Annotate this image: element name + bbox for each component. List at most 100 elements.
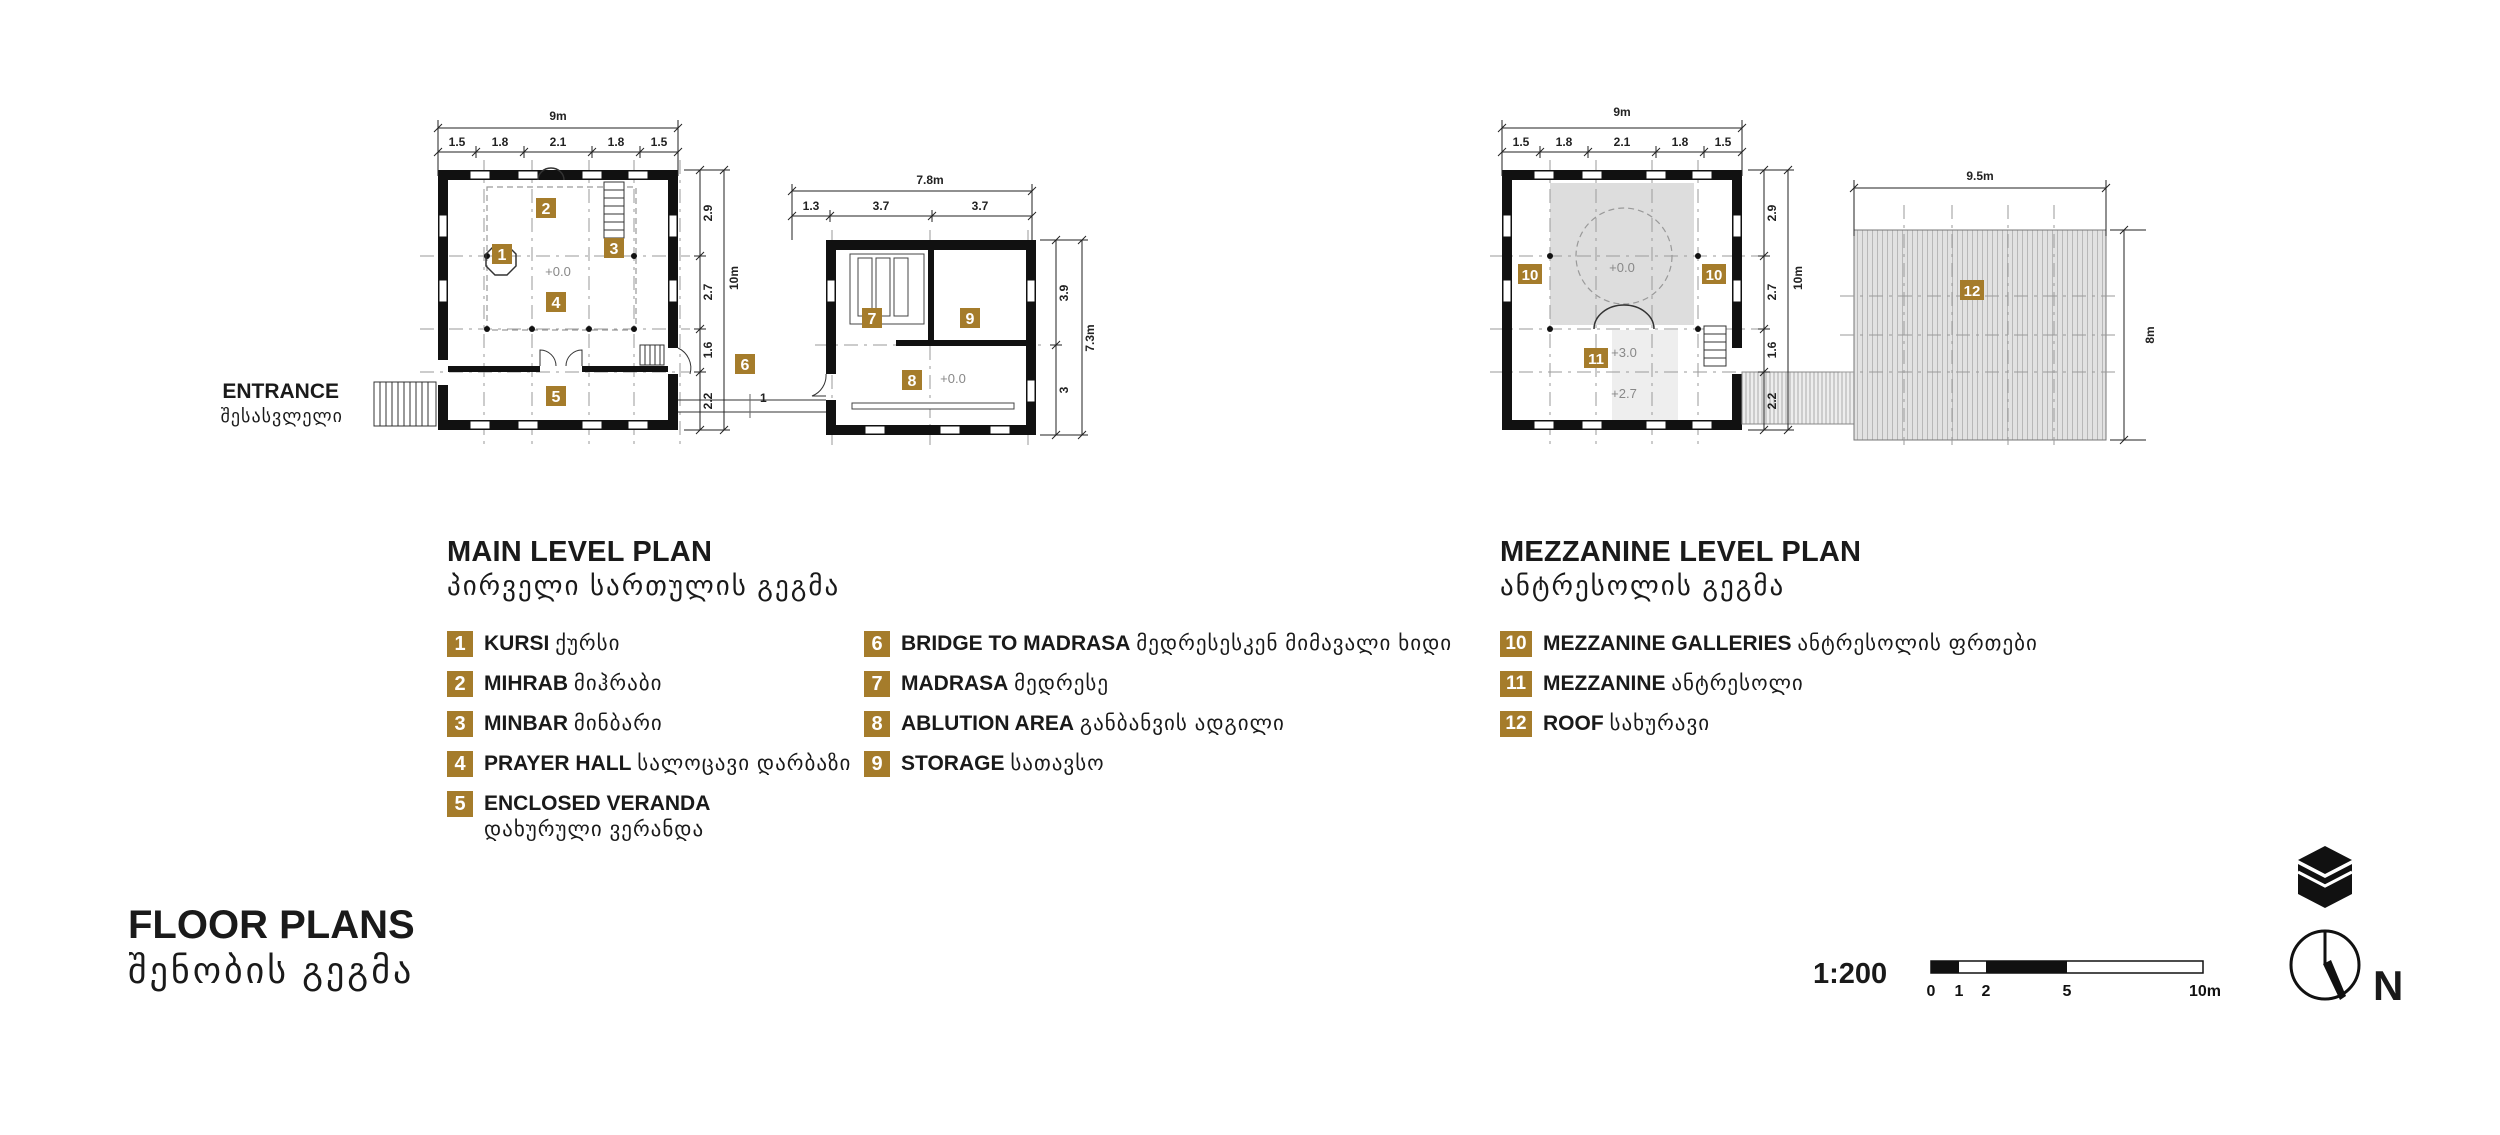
roof-width-total: 9.5m <box>1966 169 1993 183</box>
mezzanine-drawing: +0.0 +3.0 +2.7 9m 1.5 1.8 2.1 1.8 1.5 <box>1490 105 1855 445</box>
legend-name: MADRASA <box>901 672 1009 695</box>
legend-name: ROOF <box>1543 712 1604 735</box>
scale-tick-10: 10m <box>2189 983 2221 1000</box>
legend-item-prayer-hall: 4 PRAYER HALL სალოცავი დარბაზი <box>447 751 851 791</box>
plan-badge-5: 5 <box>546 386 566 406</box>
main-width-part-3: 2.1 <box>550 135 567 149</box>
legend-badge: 1 <box>447 631 473 657</box>
bridge-dimension: 1 <box>760 391 767 405</box>
north-arrow-icon <box>2289 929 2361 1001</box>
legend-item-mezz-galleries: 10 MEZZANINE GALLERIES ანტრესოლის ფრთები <box>1500 631 2038 671</box>
roof-drawing: 9.5m 8m <box>1840 169 2157 445</box>
legend-badge: 3 <box>447 711 473 737</box>
legend-name: MEZZANINE GALLERIES <box>1543 632 1792 655</box>
legend-name-ka: ქურსი <box>555 632 621 655</box>
main-width-part-1: 1.5 <box>449 135 466 149</box>
main-height-part-3: 1.6 <box>701 341 715 358</box>
svg-text:9: 9 <box>966 311 975 328</box>
entrance-label: ENTRANCE <box>222 380 339 403</box>
legend-name-ka: დახურული ვერანდა <box>484 818 705 841</box>
plan-badge-9: 9 <box>960 308 980 328</box>
svg-text:6: 6 <box>741 357 750 374</box>
main-plan-heading: MAIN LEVEL PLAN პირველი სართულის გეგმა <box>447 535 840 603</box>
mezz-plan-heading: MEZZANINE LEVEL PLAN ანტრესოლის გეგმა <box>1500 535 1861 603</box>
plan-badge-10-right: 10 <box>1702 264 1726 284</box>
svg-text:5: 5 <box>552 389 561 406</box>
legend-item-roof: 12 ROOF სახურავი <box>1500 711 2038 751</box>
main-legend-left: 1 KURSI ქურსი 2 MIHRAB მიჰრაბი 3 MINBAR … <box>447 631 851 851</box>
main-width-total: 9m <box>549 109 566 123</box>
plan-badge-10-left: 10 <box>1518 264 1542 284</box>
plan-badge-11: 11 <box>1584 348 1608 368</box>
legend-item-kursi: 1 KURSI ქურსი <box>447 631 851 671</box>
madrasa-height-part-1: 3.9 <box>1057 284 1071 301</box>
madrasa-level-label: +0.0 <box>940 371 966 386</box>
madrasa-height-total: 7.3m <box>1083 324 1097 351</box>
mezz-plan-title-ka: ანტრესოლის გეგმა <box>1500 571 1786 601</box>
legend-item-mihrab: 2 MIHRAB მიჰრაბი <box>447 671 851 711</box>
mezz-plan-title: MEZZANINE LEVEL PLAN <box>1500 536 1862 568</box>
mezz-width-part-2: 1.8 <box>1556 135 1573 149</box>
legend-item-minbar: 3 MINBAR მინბარი <box>447 711 851 751</box>
main-height-part-4: 2.2 <box>701 392 715 409</box>
main-level-drawing: +0.0 9m 1.5 1.8 2.1 1.8 1.5 <box>221 109 826 445</box>
scale-tick-5: 5 <box>2063 983 2072 1000</box>
mezz-level-mid: +3.0 <box>1611 345 1637 360</box>
mezz-legend: 10 MEZZANINE GALLERIES ანტრესოლის ფრთები… <box>1500 631 2038 751</box>
kaaba-icon <box>2297 846 2353 908</box>
mezz-width-part-1: 1.5 <box>1513 135 1530 149</box>
legend-name-ka: მინბარი <box>573 712 663 735</box>
mezz-level-upper: +0.0 <box>1609 260 1635 275</box>
svg-text:7: 7 <box>868 311 877 328</box>
legend-badge: 6 <box>864 631 890 657</box>
plan-badge-3: 3 <box>604 238 624 258</box>
legend-badge: 2 <box>447 671 473 697</box>
scale-ratio: 1:200 <box>1813 958 1888 990</box>
svg-text:1: 1 <box>498 247 507 264</box>
legend-name-ka: ანტრესოლი <box>1671 672 1804 695</box>
legend-name: ENCLOSED VERANDA <box>484 792 711 815</box>
legend-name-ka: განბანვის ადგილი <box>1079 712 1285 735</box>
plan-badge-12: 12 <box>1960 280 1984 300</box>
legend-badge: 8 <box>864 711 890 737</box>
madrasa-width-part-2: 3.7 <box>873 199 890 213</box>
scale-tick-0: 0 <box>1927 983 1936 1000</box>
svg-text:2: 2 <box>542 201 551 218</box>
madrasa-width-part-3: 3.7 <box>972 199 989 213</box>
mezz-width-part-5: 1.5 <box>1715 135 1732 149</box>
page-title-ka: შენობის გეგმა <box>128 950 415 991</box>
main-width-part-5: 1.5 <box>651 135 668 149</box>
floor-plans-heading: FLOOR PLANS შენობის გეგმა <box>128 902 415 994</box>
plan-badge-8: 8 <box>902 370 922 390</box>
legend-name-ka: მედრესესკენ მიმავალი ხიდი <box>1136 632 1453 655</box>
plan-badge-4: 4 <box>546 292 566 312</box>
mezz-width-total: 9m <box>1613 105 1630 119</box>
legend-name: STORAGE <box>901 752 1005 775</box>
legend-badge: 4 <box>447 751 473 777</box>
mezz-height-part-2: 2.7 <box>1765 283 1779 300</box>
legend-name: PRAYER HALL <box>484 752 632 775</box>
mezz-height-part-1: 2.9 <box>1765 204 1779 221</box>
svg-text:3: 3 <box>610 241 619 258</box>
main-width-part-2: 1.8 <box>492 135 509 149</box>
scale-tick-2: 2 <box>1982 983 1991 1000</box>
legend-name-ka: მედრესე <box>1014 672 1109 695</box>
legend-badge: 10 <box>1500 631 1532 657</box>
svg-text:4: 4 <box>552 295 561 312</box>
legend-name: MIHRAB <box>484 672 568 695</box>
plan-badge-1: 1 <box>492 244 512 264</box>
mezz-width-part-3: 2.1 <box>1614 135 1631 149</box>
legend-item-ablution: 8 ABLUTION AREA განბანვის ადგილი <box>864 711 1452 751</box>
legend-badge: 9 <box>864 751 890 777</box>
legend-name: KURSI <box>484 632 550 655</box>
entrance-label-ka: შესასვლელი <box>221 406 343 426</box>
plan-badge-2: 2 <box>536 198 556 218</box>
page-title: FLOOR PLANS <box>128 903 415 947</box>
legend-name-ka: სათავსო <box>1010 752 1105 775</box>
legend-name-ka: ანტრესოლის ფრთები <box>1797 632 2038 655</box>
plan-badge-7: 7 <box>862 308 882 328</box>
main-width-part-4: 1.8 <box>608 135 625 149</box>
legend-name-ka: სახურავი <box>1609 712 1711 735</box>
